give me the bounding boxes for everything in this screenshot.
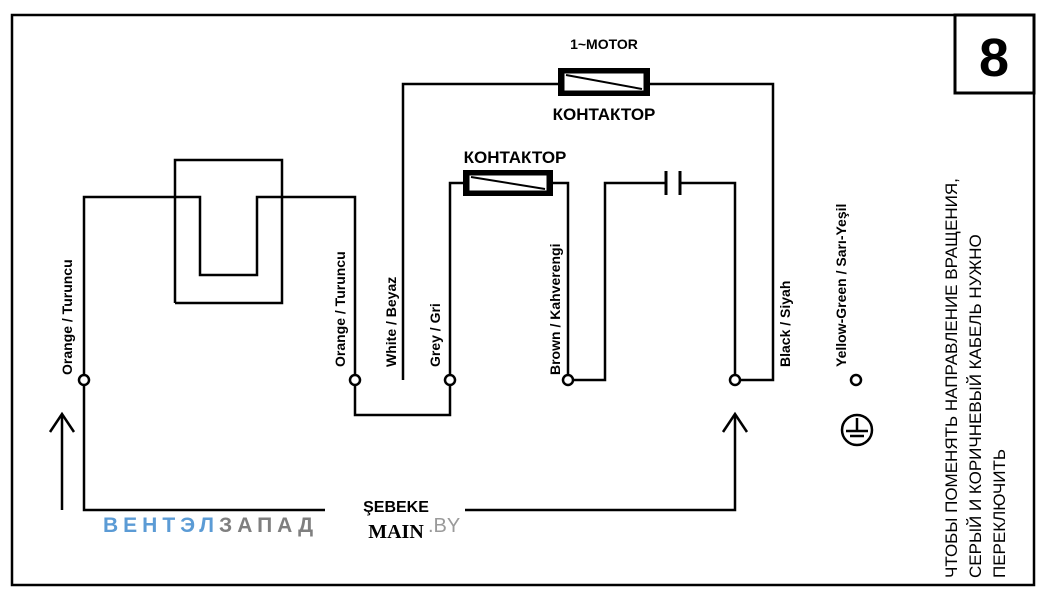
panel-number-box <box>953 13 1036 95</box>
wire-brown-label: Brown / Kahverengi <box>547 244 563 375</box>
contactor-top-label: КОНТАКТОР <box>553 105 656 124</box>
wire-grey-label: Grey / Gri <box>427 303 443 367</box>
capacitor-symbol <box>573 171 737 382</box>
terminal-grey <box>443 373 457 387</box>
wire-orange-right-label: Orange / Turuncu <box>332 251 348 367</box>
grey-wire <box>448 181 463 380</box>
contactor-mid-label: КОНТАКТОР <box>464 148 567 167</box>
ground-icon <box>840 413 874 447</box>
wire-black-label: Black / Siyah <box>777 281 793 367</box>
motor-label: 1~MOTOR <box>570 36 638 52</box>
capacitor-block <box>82 158 357 380</box>
wire-ground-label: Yellow-Green / Sarı-Yeşil <box>833 204 849 367</box>
white-wire <box>401 82 558 380</box>
mains-wire <box>60 380 737 512</box>
black-wire <box>650 82 775 382</box>
watermark-part1: ВЕНТЭЛ <box>103 514 219 537</box>
motor-contactor <box>558 68 650 96</box>
panel-number: 8 <box>979 28 1009 88</box>
watermark-part2: ЗАПАД <box>219 514 318 537</box>
terminal-orange-left <box>77 373 91 387</box>
note-line-2: СЕРЫЙ И КОРИЧНЕВЫЙ КАБЕЛЬ НУЖНО <box>966 234 985 578</box>
terminal-brown <box>561 373 575 387</box>
terminal-orange-right <box>348 373 362 387</box>
terminal-black <box>728 373 742 387</box>
brown-wire <box>553 181 570 380</box>
diagram-frame <box>10 13 1036 587</box>
wire-white-label: White / Beyaz <box>383 277 399 367</box>
middle-contactor <box>463 170 553 196</box>
rotation-note: ЧТОБЫ ПОМЕНЯТЬ НАПРАВЛЕНИЕ ВРАЩЕНИЯ, СЕР… <box>940 98 1012 578</box>
terminal-ground <box>849 373 863 387</box>
wire-orange-left-label: Orange / Turuncu <box>59 259 75 375</box>
mains-tr-label: ŞEBEKE <box>363 499 429 516</box>
orange-grey-link <box>353 380 452 417</box>
note-line-1: ЧТОБЫ ПОМЕНЯТЬ НАПРАВЛЕНИЕ ВРАЩЕНИЯ, <box>942 178 961 578</box>
note-line-3: ПЕРЕКЛЮЧИТЬ <box>990 449 1009 578</box>
mains-en-label: MAIN <box>368 521 424 543</box>
up-arrow-icon <box>48 411 749 433</box>
watermark: ВЕНТЭЛЗАПАД <box>103 514 318 537</box>
watermark-domain: .BY <box>428 515 460 537</box>
